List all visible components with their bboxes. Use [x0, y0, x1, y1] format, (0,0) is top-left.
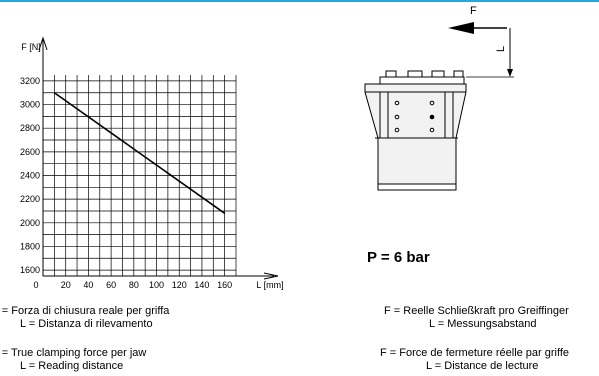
- top-accent-line: [0, 0, 599, 2]
- x-tick-label: 140: [194, 280, 209, 290]
- x-tick-label: 60: [106, 280, 116, 290]
- x-tick-label: 120: [172, 280, 187, 290]
- x-tick-label: 0: [33, 280, 38, 290]
- distance-label: L: [495, 46, 507, 52]
- x-tick-label: 160: [217, 280, 232, 290]
- x-tick-label: 20: [61, 280, 71, 290]
- y-tick-label: 2200: [20, 194, 40, 204]
- legend-it-distance: L = Distanza di rilevamento: [20, 318, 153, 330]
- y-axis-label: F [N]: [21, 42, 41, 52]
- gripper-bolts: [394, 100, 435, 133]
- y-tick-label: 2400: [20, 171, 40, 181]
- legend-german: F = Reelle Schließkraft pro Greiffinger …: [384, 305, 569, 331]
- y-axis-arrow: [38, 36, 48, 51]
- y-tick-label: 1600: [20, 265, 40, 275]
- legend-english: F = True clamping force per jaw L = Read…: [0, 347, 154, 373]
- distance-arrowhead: [507, 69, 513, 77]
- gripper-body: [364, 83, 467, 191]
- pressure-label: P = 6 bar: [367, 249, 430, 266]
- y-tick-label: 1800: [20, 241, 40, 251]
- x-tick-label: 40: [83, 280, 93, 290]
- legend-en-distance: L = Reading distance: [20, 360, 124, 372]
- force-arrowhead: [448, 22, 474, 34]
- y-tick-label: 2600: [20, 147, 40, 157]
- legend-fr-distance: L = Distance de lecture: [426, 360, 539, 372]
- legend-de-distance: L = Messungsabstand: [429, 318, 537, 330]
- gripper-jaws: [379, 70, 465, 85]
- x-axis-label: L [mm]: [256, 280, 283, 290]
- series-line: [53, 92, 226, 214]
- y-tick-label: 2800: [20, 123, 40, 133]
- legend-french: F = Force de fermeture réelle par griffe…: [380, 347, 569, 373]
- y-tick-label: 3000: [20, 100, 40, 110]
- force-label: F: [470, 5, 477, 17]
- x-tick-label: 100: [149, 280, 164, 290]
- legend-fr-force: F = Force de fermeture réelle par griffe: [380, 347, 570, 359]
- legend-italian: F = Forza di chiusura reale per griffa L…: [0, 305, 177, 331]
- x-tick-label: 80: [129, 280, 139, 290]
- legend-de-force: F = Reelle Schließkraft pro Greiffinger: [384, 305, 569, 317]
- legend-it-force: F = Forza di chiusura reale per griffa: [0, 305, 170, 317]
- y-tick-label: 2000: [20, 218, 40, 228]
- y-tick-label: 3200: [20, 76, 40, 86]
- legend-en-force: F = True clamping force per jaw: [0, 347, 147, 359]
- x-axis-arrow: [263, 272, 279, 280]
